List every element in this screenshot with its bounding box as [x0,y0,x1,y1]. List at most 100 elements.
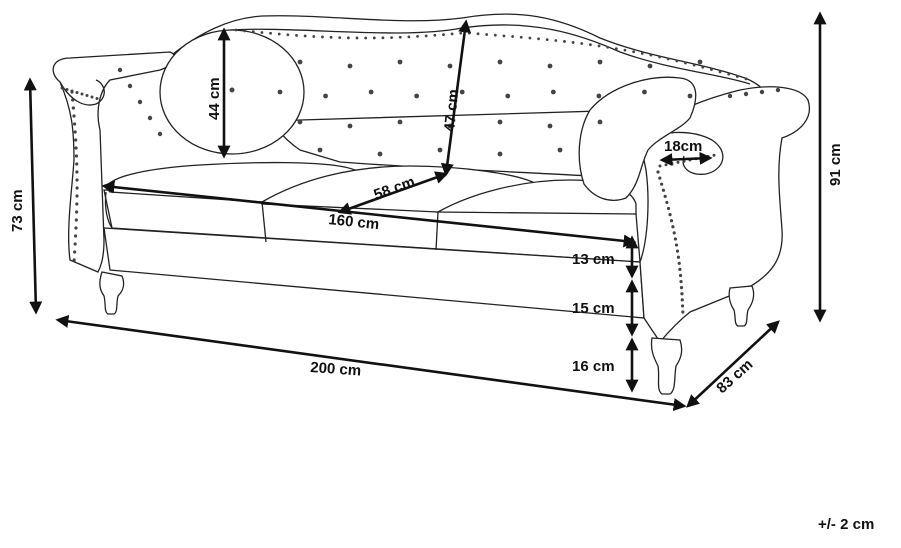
nailhead [744,77,748,81]
nailhead [664,163,668,167]
nailhead [677,261,681,265]
tufting-button [317,147,323,153]
nailhead [260,31,264,34]
nailhead [73,122,77,126]
nailhead [95,97,99,100]
tufting-button [743,91,749,97]
label-back-height: 47 cm [441,88,462,132]
tufting-buttons [117,59,781,157]
nailhead [74,226,78,230]
nailhead [407,35,411,39]
nailhead [75,91,79,94]
nailhead [450,32,454,36]
nailhead [632,50,636,54]
nailhead [73,250,77,254]
arrow-arm-width [659,151,713,167]
nailhead [660,182,664,186]
nailhead [243,29,247,33]
arrow-arm-height [23,77,43,315]
tufting-button [397,119,403,125]
nailhead [678,273,683,278]
nailhead [485,33,489,36]
nailhead [80,92,84,96]
nailhead [433,33,437,37]
nailhead [712,153,716,157]
nailhead [537,37,540,41]
nailhead [329,35,333,39]
tufting-button [117,67,123,73]
nailhead [511,35,515,38]
nailhead [277,32,281,36]
nailhead [661,188,666,192]
label-base-height: 15 cm [572,300,615,317]
nailhead [674,243,679,247]
tufting-button [727,93,733,99]
leg-left [99,271,125,315]
right-arm [639,86,810,344]
nailhead [269,31,272,35]
nailhead [90,95,94,99]
nailhead [502,34,506,38]
nailhead [372,36,376,40]
tufting-button [437,147,443,153]
nailhead [623,48,627,52]
nailhead [528,36,532,40]
label-total-height: 91 cm [827,143,844,186]
tufting-button [596,93,602,99]
nailhead [666,206,671,211]
tufting-button [377,151,383,157]
nailhead [286,33,290,37]
nailhead [519,35,523,39]
nailhead [658,176,662,180]
tufting-button [687,93,693,99]
nailhead [679,286,684,290]
nailhead [75,210,79,214]
leg-front-right [650,337,683,395]
nailhead [321,35,324,39]
label-cushion-height: 13 cm [572,251,615,268]
tufting-button [647,63,653,69]
nailhead [234,28,238,32]
nailhead [73,242,77,246]
nailhead [571,41,575,44]
nailhead [65,88,69,91]
right-arm-scroll [639,131,724,175]
nailhead [680,304,685,308]
tufting-button [642,89,647,95]
nailhead [74,154,79,158]
nailhead [364,36,368,40]
nailhead [75,186,79,190]
tufting-button [368,89,374,95]
nailhead [85,94,89,97]
nailhead [70,89,74,93]
nailhead [735,75,739,78]
nailhead [589,43,592,47]
nailhead [442,33,445,37]
tufting-button [447,63,453,69]
nailhead-trim-left [60,86,99,262]
nailhead [679,279,683,284]
nailhead [398,35,402,39]
nailhead [73,130,77,134]
nailhead [692,63,696,67]
nailhead [73,234,78,238]
tufting-button [775,87,781,93]
label-seat-width: 160 cm [328,211,380,233]
label-total-width: 200 cm [310,359,362,380]
nailhead [640,51,644,55]
nailhead [718,70,722,74]
tufting-button [297,119,303,125]
tufting-button [127,83,133,89]
tufting-button [547,63,553,69]
tufting-button [414,93,420,99]
nailhead [658,55,661,59]
nailhead [493,33,497,37]
tufting-button [147,115,153,121]
nailhead [74,218,78,222]
label-arm-height: 73 cm [9,189,26,232]
leg-back-right [728,285,755,327]
nailhead [649,53,653,57]
nailhead [75,178,79,182]
tufting-button [497,119,503,125]
tufting-button [347,123,353,129]
